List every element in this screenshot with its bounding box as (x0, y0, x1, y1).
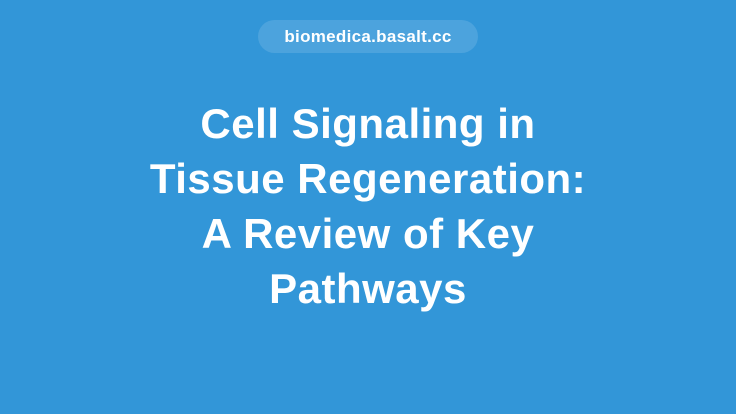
page-title-line: Cell Signaling in (200, 100, 536, 147)
page-title: Cell Signaling in Tissue Regeneration: A… (150, 96, 586, 316)
page-title-line: A Review of Key (201, 210, 535, 257)
page-title-line: Pathways (269, 265, 467, 312)
site-badge-label: biomedica.basalt.cc (284, 26, 452, 46)
site-badge: biomedica.basalt.cc (258, 20, 478, 53)
page-title-line: Tissue Regeneration: (149, 155, 587, 202)
